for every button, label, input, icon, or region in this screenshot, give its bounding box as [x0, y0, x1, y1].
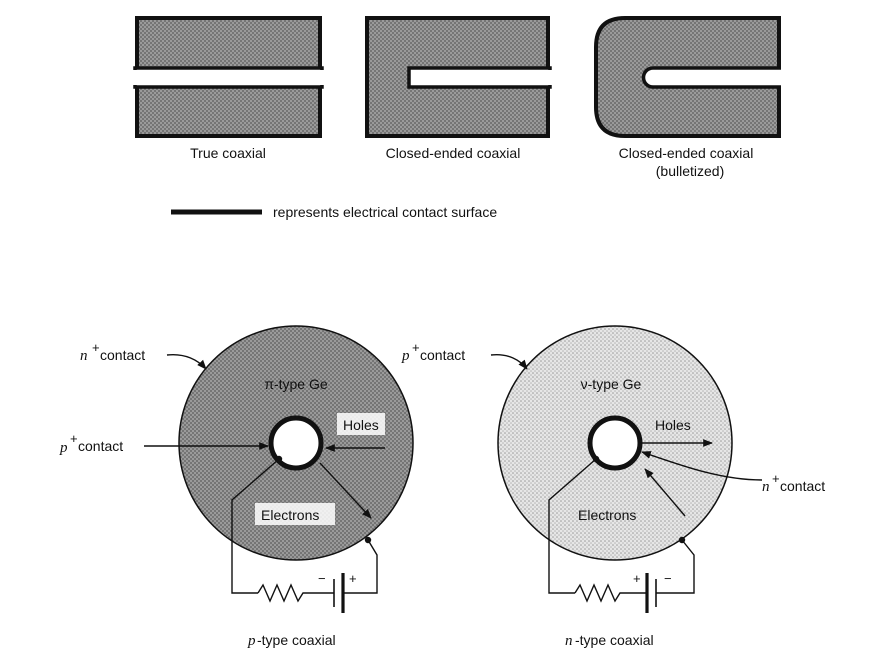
right-battery-minus: − — [664, 571, 672, 586]
left-caption-rest: -type coaxial — [257, 632, 336, 648]
right-outer-contact-word: contact — [420, 347, 465, 363]
left-battery-minus: − — [318, 571, 326, 586]
left-inner-contact-word: contact — [78, 438, 123, 454]
left-inner-contact-sup: + — [70, 431, 78, 446]
closed-ended-coaxial-label: Closed-ended coaxial — [386, 145, 521, 161]
left-electrons-label: Electrons — [261, 507, 319, 523]
right-holes-label: Holes — [655, 417, 691, 433]
left-battery-plus: + — [349, 571, 357, 586]
left-resistor — [257, 583, 334, 603]
left-electrons-arrow — [319, 462, 372, 519]
right-inner-contact — [587, 415, 643, 471]
right-bias-circuit — [548, 455, 695, 613]
right-caption-rest: -type coaxial — [575, 632, 654, 648]
right-outer-contact-p: p — [401, 348, 410, 364]
right-inner-contact-pointer — [641, 451, 763, 481]
true-coaxial-shape — [132, 16, 326, 138]
left-outer-contact-sup: + — [92, 340, 100, 355]
left-material-label: π-type Ge — [264, 376, 328, 392]
left-bias-circuit — [231, 455, 378, 613]
contact-surface-legend-text: represents electrical contact surface — [273, 204, 497, 220]
right-outer-contact-sup: + — [412, 340, 420, 355]
left-outer-contact-word: contact — [100, 347, 145, 363]
closed-ended-coaxial-shape — [365, 16, 554, 138]
right-inner-contact-n: n — [762, 479, 770, 495]
right-electrons-label: Electrons — [578, 507, 636, 523]
right-caption-italic: n — [565, 633, 573, 649]
left-holes-label: Holes — [343, 417, 379, 433]
left-caption-italic: p — [247, 633, 256, 649]
right-resistor — [574, 583, 647, 603]
left-inner-contact-p: p — [59, 440, 68, 456]
p-type-detector — [178, 325, 414, 561]
right-electrons-arrow — [644, 468, 686, 517]
bulletized-label-line1: Closed-ended coaxial — [619, 145, 754, 161]
right-inner-contact-sup: + — [772, 471, 780, 486]
right-material-label: ν-type Ge — [581, 376, 642, 392]
right-battery-plus: + — [633, 571, 641, 586]
right-outer-contact-pointer — [490, 353, 528, 370]
true-coaxial-label: True coaxial — [190, 145, 266, 161]
right-inner-contact-word: contact — [780, 478, 825, 494]
left-outer-contact-pointer — [166, 353, 207, 370]
bulletized-label-line2: (bulletized) — [656, 163, 724, 179]
left-inner-contact — [268, 415, 324, 471]
bulletized-coaxial-shape — [594, 16, 781, 138]
left-outer-contact-n: n — [80, 348, 88, 364]
